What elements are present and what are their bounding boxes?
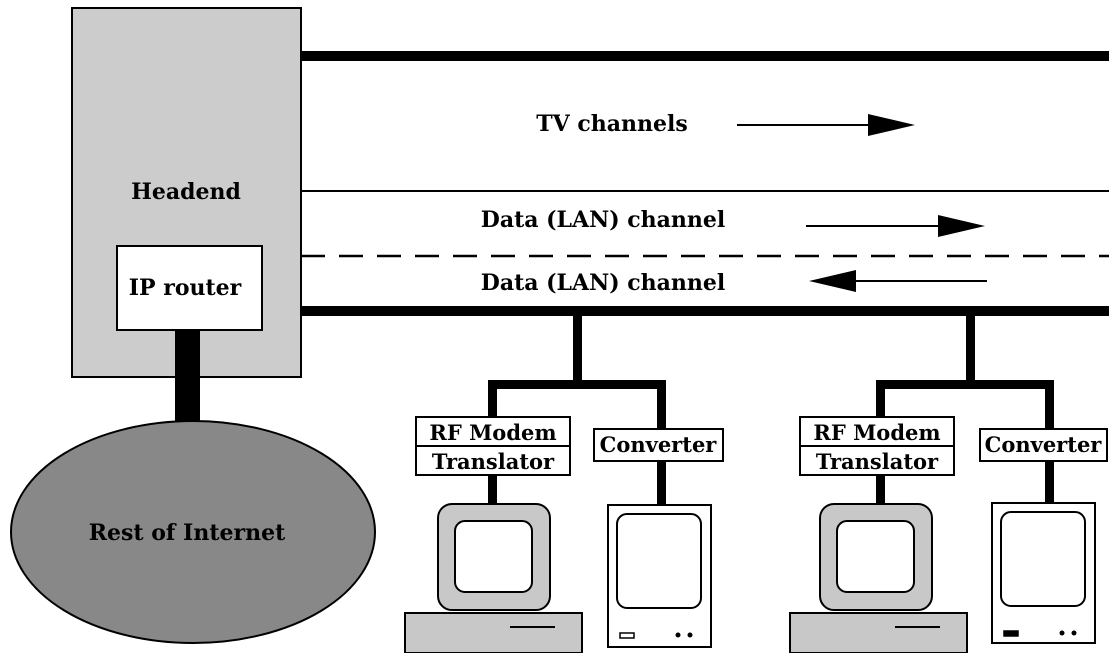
rf-modem-right-label: RF Modem bbox=[813, 420, 940, 445]
cable-top-line bbox=[301, 51, 1109, 61]
pc-right bbox=[789, 503, 968, 653]
data-down-arrow bbox=[806, 215, 985, 237]
router-internet-link bbox=[175, 330, 200, 438]
ip-router-box bbox=[116, 245, 263, 331]
tv-channels-arrow bbox=[737, 114, 915, 136]
cable-bottom-line bbox=[301, 306, 1109, 316]
subscriber-right: RF Modem Translator Converter bbox=[789, 315, 1108, 653]
translator-right-label: Translator bbox=[816, 449, 939, 474]
tv-channels-label: TV channels bbox=[536, 111, 687, 137]
data-up-arrow bbox=[809, 270, 987, 292]
rf-modem-left-label: RF Modem bbox=[429, 420, 556, 445]
pc-left bbox=[404, 503, 583, 653]
data-channel-up-label: Data (LAN) channel bbox=[481, 270, 726, 296]
tv-right bbox=[991, 502, 1096, 644]
ip-router-label: IP router bbox=[129, 275, 242, 301]
headend-label: Headend bbox=[131, 179, 241, 205]
rest-of-internet-label: Rest of Internet bbox=[89, 520, 286, 546]
converter-right bbox=[979, 428, 1108, 462]
converter-left-label: Converter bbox=[600, 432, 718, 457]
translator-left-label: Translator bbox=[432, 449, 555, 474]
subscriber-left: RF Modem Translator Converter bbox=[404, 315, 724, 653]
tv-left bbox=[607, 504, 712, 648]
converter-right-label: Converter bbox=[985, 432, 1103, 457]
rest-of-internet-cloud bbox=[10, 420, 376, 644]
data-channel-down-label: Data (LAN) channel bbox=[481, 207, 726, 233]
